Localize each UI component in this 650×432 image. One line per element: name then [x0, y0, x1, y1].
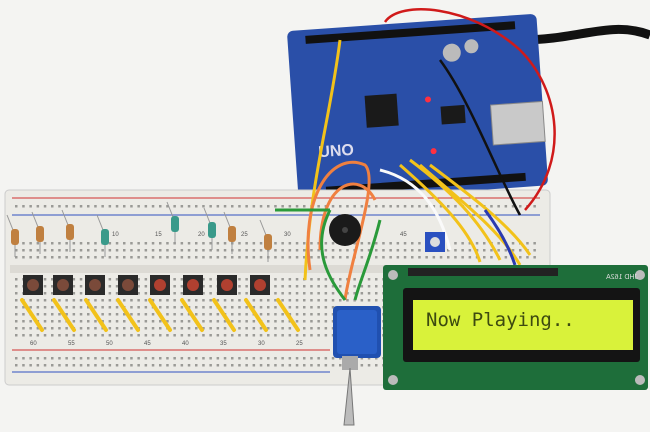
arduino-board: UNO [287, 14, 548, 203]
breadboard-column-number: 20 [198, 232, 205, 238]
chip-2 [440, 104, 466, 125]
resistor [259, 219, 272, 262]
led-red [424, 96, 431, 103]
push-button[interactable] [183, 275, 203, 295]
lcd-line-1: Now Playing.. [426, 309, 575, 331]
board-label: UNO [318, 142, 355, 161]
wire-orange [306, 161, 371, 301]
breadboard-column-number: 25 [241, 232, 248, 238]
push-button[interactable] [53, 275, 73, 295]
header-top [305, 21, 516, 44]
capacitor [464, 39, 479, 54]
push-button[interactable] [23, 275, 43, 295]
breadboard-column-number: 40 [182, 341, 189, 347]
resistor [96, 214, 109, 257]
wire-yellow [429, 163, 532, 256]
resistor [203, 207, 216, 250]
wire-black [438, 59, 522, 216]
breadboard-column-number: 30 [258, 341, 265, 347]
breadboard-column-number: 55 [68, 341, 75, 347]
breadboard-column-number: 10 [112, 232, 119, 238]
jumper-wire [148, 298, 172, 332]
push-button[interactable] [85, 275, 105, 295]
wire-white [379, 168, 452, 251]
jumper-wire [20, 298, 44, 332]
usb-port [489, 100, 546, 146]
jumper-wire [244, 298, 268, 332]
jumper-wire [212, 298, 236, 332]
breadboard-column-number: 35 [220, 341, 227, 347]
power-cable [519, 24, 650, 45]
push-button[interactable] [217, 275, 237, 295]
capacitor [442, 43, 461, 62]
breadboard-column-number: 45 [144, 341, 151, 347]
resistor [6, 214, 19, 257]
lcd-model-label: JHD 162A [606, 274, 638, 281]
lcd-screen [413, 300, 633, 350]
breadboard-column-number: 45 [400, 232, 407, 238]
lcd-header-pins [408, 268, 558, 276]
resistor [61, 209, 74, 252]
wire-green [320, 209, 347, 301]
lcd-module: JHD 162A Now Playing.. [383, 265, 648, 390]
jumper-wire [84, 298, 108, 332]
push-button[interactable] [118, 275, 138, 295]
breadboard-column-number: 50 [106, 341, 113, 347]
wire-red [383, 8, 556, 211]
header-bottom [325, 172, 526, 195]
resistor [166, 201, 179, 244]
breadboard-column-number: 30 [284, 232, 291, 238]
push-button[interactable] [150, 275, 170, 295]
wire-yellow [409, 158, 502, 261]
resistor [31, 211, 44, 254]
push-button[interactable] [250, 275, 270, 295]
potentiometer[interactable] [425, 232, 445, 252]
breadboard-column-number: 60 [30, 341, 37, 347]
wire-yellow [399, 163, 482, 263]
buzzer [329, 214, 361, 246]
breadboard-column-number: 25 [296, 341, 303, 347]
jumper-wire [116, 298, 140, 332]
jumper-wire [180, 298, 204, 332]
wire-yellow [419, 163, 522, 266]
wire-orange [318, 182, 377, 251]
jumper-wire [52, 298, 76, 332]
microcontroller-chip [364, 93, 399, 128]
breadboard-column-number: 15 [155, 232, 162, 238]
led-red [430, 148, 437, 155]
wire-blue [483, 209, 517, 266]
resistor [223, 211, 236, 254]
toggle-switch[interactable] [333, 306, 381, 426]
wire-green [353, 219, 382, 301]
jumper-wire [276, 298, 300, 332]
